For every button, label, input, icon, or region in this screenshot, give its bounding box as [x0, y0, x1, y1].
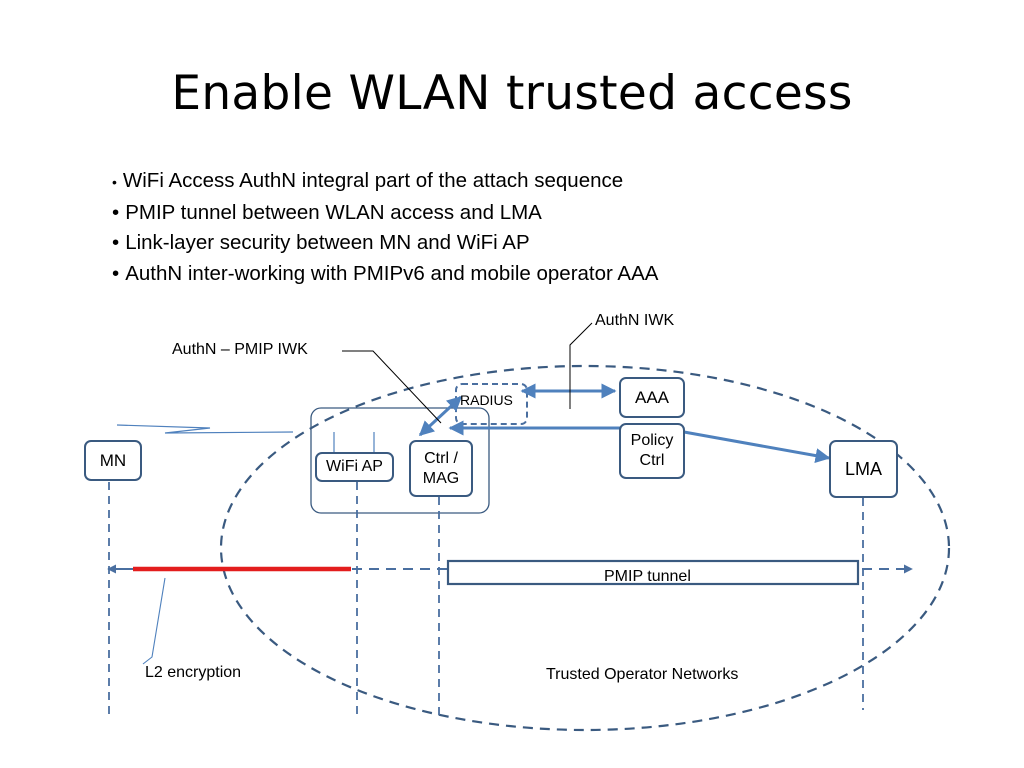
- ctrl-mag-label-line1: Ctrl /: [424, 449, 458, 467]
- authn-iwk-label: AuthN IWK: [595, 312, 675, 329]
- radius-mag-arrow: [418, 395, 463, 437]
- access-enclosure: [310, 407, 490, 514]
- l2-callout-line: [142, 577, 166, 665]
- bullet-item: •Link-layer security between MN and WiFi…: [112, 228, 658, 259]
- authn-pmip-callout: [342, 350, 442, 424]
- policy-lma-arrow: [683, 430, 831, 463]
- bullet-text: Link-layer security between MN and WiFi …: [125, 231, 530, 254]
- pmip-tunnel-label: PMIP tunnel: [604, 568, 691, 585]
- authn-pmip-iwk-label: AuthN – PMIP IWK: [172, 341, 308, 358]
- radius-box: [455, 383, 528, 425]
- pmip-tunnel-bar: [446, 559, 860, 586]
- aaa-node: AAA: [619, 377, 685, 418]
- ctrl-mag-label-line2: MAG: [422, 469, 460, 487]
- lma-label: LMA: [844, 459, 882, 479]
- bullet-dot: •: [112, 231, 120, 254]
- trusted-network-ellipse: [219, 364, 951, 732]
- policy-ctrl-label-line1: Policy: [630, 432, 674, 449]
- mn-label: MN: [99, 450, 127, 470]
- bullet-item: •PMIP tunnel between WLAN access and LMA: [112, 198, 658, 229]
- trusted-networks-label: Trusted Operator Networks: [546, 666, 739, 683]
- wifi-ap-node: WiFi AP: [315, 452, 394, 482]
- aaa-label: AAA: [634, 387, 670, 407]
- slide-title: Enable WLAN trusted access: [171, 66, 853, 121]
- bullet-item: •AuthN inter-working with PMIPv6 and mob…: [112, 259, 658, 290]
- bullet-text: AuthN inter-working with PMIPv6 and mobi…: [125, 261, 659, 285]
- bullet-text: WiFi Access AuthN integral part of the a…: [122, 169, 624, 192]
- bullet-dot: •: [112, 174, 117, 190]
- bullet-list: •WiFi Access AuthN integral part of the …: [112, 166, 658, 289]
- policy-ctrl-label-line2: Ctrl: [639, 452, 665, 469]
- wifi-ap-label: WiFi AP: [326, 458, 383, 475]
- authn-iwk-callout: [569, 322, 593, 409]
- wireless-link: [116, 424, 294, 434]
- bullet-dot: •: [112, 261, 120, 285]
- bullet-text: PMIP tunnel between WLAN access and LMA: [125, 200, 542, 224]
- bullet-dot: •: [112, 200, 120, 224]
- bullet-item: • WiFi Access AuthN integral part of the …: [112, 166, 658, 198]
- lma-node: LMA: [829, 440, 898, 498]
- radius-label: RADIUS: [460, 392, 513, 408]
- mn-node: MN: [84, 440, 142, 481]
- ctrl-mag-node: Ctrl / MAG: [409, 440, 473, 497]
- l2-encryption-label: L2 encryption: [145, 664, 242, 681]
